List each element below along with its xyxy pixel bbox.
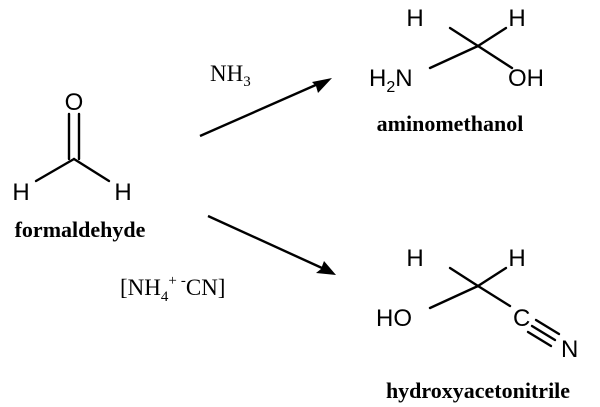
lower-reagent-cyanide: CN] [186, 275, 226, 300]
aminomethanol-structure: H H H2N OH aminomethanol [369, 5, 544, 136]
aminomethanol-co-bond [476, 44, 514, 70]
aminomethanol-amine-group: H2N [369, 65, 413, 96]
hydroxyacetonitrile-co-bond [428, 284, 480, 310]
upper-reaction-arrow [199, 78, 332, 138]
hydroxyacetonitrile-hydrogen-left: H [406, 245, 423, 272]
lower-reagent-subscript: 4 [161, 289, 169, 305]
hydroxyacetonitrile-triple-bond-2 [534, 318, 561, 336]
formaldehyde-ch-bond-right [72, 157, 111, 183]
aminomethanol-ch-bond-right [476, 26, 508, 48]
formaldehyde-hydrogen-right: H [114, 179, 131, 206]
upper-reagent-label: NH3 [210, 61, 251, 90]
aminomethanol-label: aminomethanol [377, 111, 524, 136]
aminomethanol-ch-bond-left [448, 26, 480, 48]
upper-reagent-main: NH [210, 61, 243, 86]
aminomethanol-hydrogen-right: H [508, 5, 525, 32]
upper-reagent-subscript: 3 [243, 74, 251, 90]
lower-reaction-arrow [207, 214, 336, 275]
hydroxyacetonitrile-ch-bond-right [476, 266, 508, 288]
aminomethanol-hydrogen-left: H [406, 5, 423, 32]
lower-arrow-shaft [207, 214, 323, 270]
upper-arrow-shaft [199, 82, 319, 138]
aminomethanol-amine-hydrogen: H [369, 65, 386, 92]
hydroxyacetonitrile-cc-bond [476, 284, 512, 308]
lower-reagent-open: [NH [120, 275, 161, 300]
hydroxyacetonitrile-triple-bond-3 [526, 330, 553, 348]
aminomethanol-cn-bond [428, 44, 480, 70]
aminomethanol-amine-subscript: 2 [386, 79, 395, 96]
formaldehyde-oxygen-atom: O [65, 89, 84, 116]
formaldehyde-hydrogen-left: H [12, 179, 29, 206]
hydroxyacetonitrile-carbon-atom: C [513, 305, 530, 332]
lower-reagent-label: [NH4+-CN] [120, 273, 225, 305]
formaldehyde-structure: O H H formaldehyde [12, 89, 145, 242]
hydroxyacetonitrile-ch-bond-left [448, 266, 480, 288]
hydroxyacetonitrile-label: hydroxyacetonitrile [386, 378, 570, 403]
hydroxyacetonitrile-hydroxyl-group: HO [376, 305, 412, 332]
aminomethanol-hydroxyl-group: OH [508, 65, 544, 92]
hydroxyacetonitrile-hydrogen-right: H [508, 245, 525, 272]
aminomethanol-amine-nitrogen: N [395, 65, 412, 92]
hydroxyacetonitrile-nitrogen-atom: N [561, 336, 578, 363]
formaldehyde-label: formaldehyde [15, 217, 146, 242]
lower-arrow-head [316, 261, 336, 275]
formaldehyde-ch-bond-left [34, 157, 76, 183]
lower-reagent-charge-plus: + [168, 273, 176, 289]
lower-reagent-charge-minus: - [181, 273, 186, 289]
upper-arrow-head [312, 78, 332, 93]
hydroxyacetonitrile-structure: H H HO C N hydroxyacetonitrile [376, 245, 578, 403]
hydroxyacetonitrile-triple-bond-1 [530, 324, 557, 342]
